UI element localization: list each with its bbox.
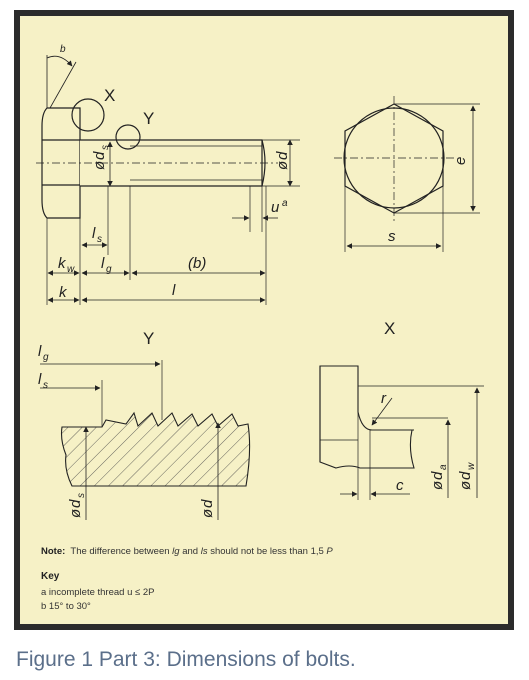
- label-ls: l: [92, 225, 96, 242]
- key-item-b: b 15° to 30°: [41, 601, 91, 612]
- note-p: P: [326, 546, 333, 557]
- bolt-head: [41, 107, 81, 219]
- label-y-lg-sub: g: [43, 352, 49, 363]
- label-y-d: d: [199, 499, 216, 508]
- key-item-a: a incomplete thread u ≤ 2P: [41, 587, 155, 598]
- label-y-phi-d: ø: [199, 509, 216, 518]
- label-y-ds-sub: s: [76, 493, 87, 498]
- label-x-detail: X: [104, 86, 115, 105]
- label-phi-d: ø: [274, 161, 291, 170]
- label-dw-sub: w: [466, 462, 477, 470]
- label-s: s: [388, 228, 396, 245]
- detail-y-thread: [40, 360, 251, 520]
- figure-caption: Figure 1 Part 3: Dimensions of bolts.: [16, 648, 356, 671]
- detail-x-fillet: [319, 365, 484, 500]
- label-b-paren: (b): [188, 255, 206, 272]
- head-outline: [319, 365, 415, 469]
- label-da: d: [429, 471, 446, 480]
- label-phi-ds: ø: [91, 161, 108, 170]
- note-prefix: Note:: [41, 546, 66, 557]
- label-u: u: [271, 199, 280, 216]
- label-y-detail: Y: [143, 109, 154, 128]
- label-ds-sub: s: [100, 145, 111, 150]
- label-dw: d: [457, 471, 474, 480]
- note-ls: ls: [200, 546, 208, 557]
- bolt-end-view: [334, 96, 480, 252]
- label-lg: l: [101, 255, 105, 272]
- note-text-1: The difference between: [70, 546, 173, 557]
- figure-panel: [20, 16, 508, 624]
- note-text-2: and: [179, 546, 201, 557]
- label-y-ls-sub: s: [43, 380, 48, 391]
- label-phi-dw: ø: [457, 481, 474, 490]
- thread-section: [60, 411, 251, 487]
- detail-x-title: X: [384, 319, 395, 338]
- label-d: d: [274, 151, 291, 160]
- label-y-phi-ds: ø: [67, 509, 84, 518]
- detail-circle-y: [115, 124, 141, 150]
- detail-circle-x: [71, 98, 105, 132]
- label-phi-da: ø: [429, 481, 446, 490]
- label-u-sup: a: [282, 198, 288, 209]
- label-y-ds: d: [67, 499, 84, 508]
- note-lg: lg: [172, 546, 180, 557]
- bolt-side-view: [36, 55, 300, 305]
- label-kw: k: [58, 255, 67, 272]
- label-c: c: [396, 477, 404, 494]
- label-ds: d: [91, 151, 108, 160]
- label-y-ls: l: [38, 371, 42, 388]
- label-ls-sub: s: [97, 234, 102, 245]
- label-kw-sub: w: [67, 264, 75, 275]
- note-text-3: should not be less than 1,5: [207, 546, 327, 557]
- label-l: l: [172, 282, 176, 299]
- label-e: e: [452, 157, 469, 165]
- note: Note: The difference between lg and ls s…: [41, 546, 333, 557]
- detail-y-title: Y: [143, 329, 154, 348]
- key-title: Key: [41, 571, 60, 582]
- label-k: k: [59, 284, 68, 301]
- label-lg-sub: g: [106, 264, 112, 275]
- label-r: r: [381, 390, 387, 407]
- label-da-sub: a: [438, 464, 449, 470]
- label-b-angle: b: [60, 44, 66, 55]
- label-y-lg: l: [38, 343, 42, 360]
